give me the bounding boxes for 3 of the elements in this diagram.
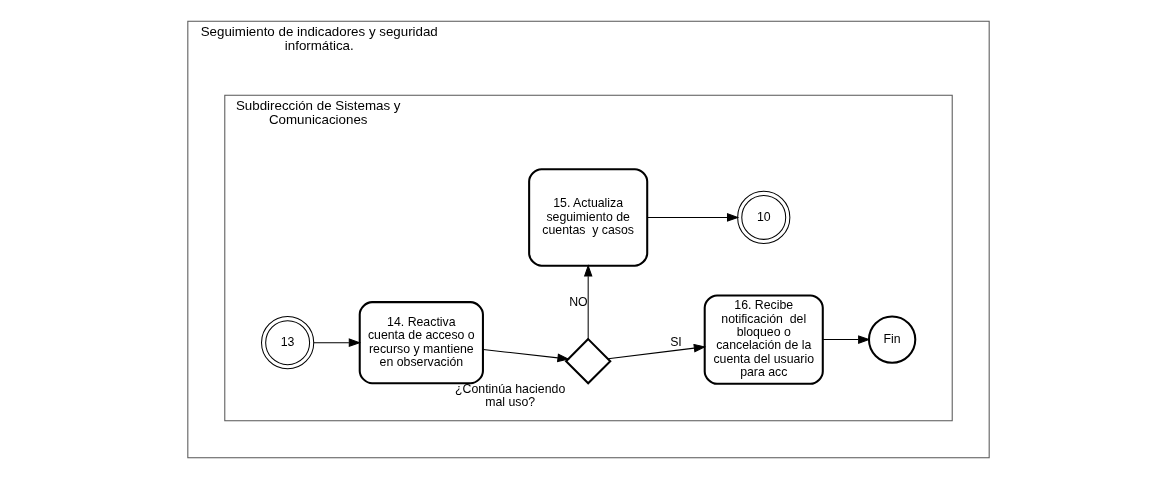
edge-label: SI [669, 334, 682, 349]
node-label: ¿Continúa haciendo mal uso? [454, 381, 565, 409]
edge-label: NO [568, 294, 588, 309]
